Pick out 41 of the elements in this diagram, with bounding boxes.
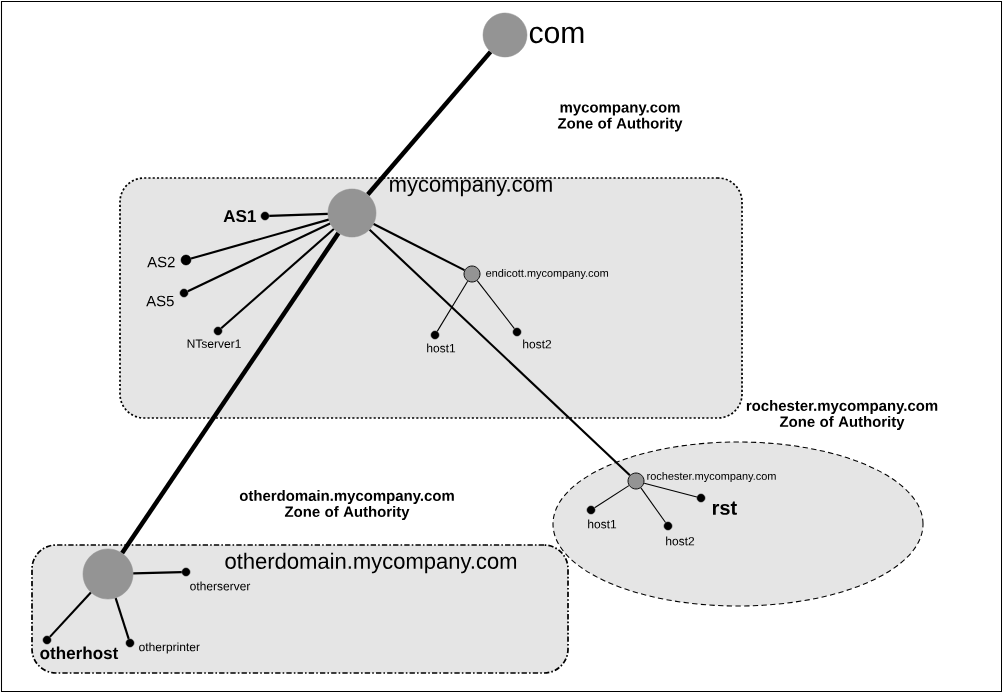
domain-circle <box>463 265 481 283</box>
zone-heading: mycompany.com Zone of Authority <box>557 104 683 132</box>
connector-line <box>368 228 631 476</box>
node-label: rochester.mycompany.com <box>647 471 776 483</box>
domain-circle <box>82 548 134 600</box>
connector-line <box>594 485 630 509</box>
node-label: AS5 <box>146 295 174 307</box>
node-label: endicott.mycompany.com <box>486 268 609 280</box>
connector-line <box>133 571 182 575</box>
node-label: mycompany.com <box>390 179 552 197</box>
zone-heading: rochester.mycompany.com Zone of Authority <box>746 400 938 430</box>
node-label: AS1 <box>223 209 256 223</box>
connector-line <box>114 597 130 640</box>
node-label: otherserver <box>190 581 251 591</box>
connector-line <box>220 228 335 329</box>
connector-line <box>190 218 329 260</box>
node-label: host1 <box>588 519 617 529</box>
connector-line <box>436 280 469 332</box>
connector-line <box>476 280 515 330</box>
domain-title: otherdomain.mycompany.com <box>225 552 517 574</box>
node-label: NTserver1 <box>187 339 241 348</box>
connector-line <box>120 231 341 555</box>
connector-line <box>269 212 328 217</box>
node-label: host2 <box>523 339 552 349</box>
node-label: rst <box>712 501 737 515</box>
domain-circle <box>327 188 377 238</box>
node-label: host1 <box>427 343 456 353</box>
node-label: otherhost <box>40 646 119 660</box>
connector-line <box>373 223 465 272</box>
connector-line <box>187 222 331 293</box>
node-label: AS2 <box>147 256 175 268</box>
node-label: host2 <box>666 536 695 546</box>
domain-circle <box>627 472 645 490</box>
node-label: otherprinter <box>139 642 200 654</box>
connector-line <box>366 50 493 197</box>
domain-circle <box>482 12 528 58</box>
connector-line <box>640 487 667 524</box>
connector-line <box>643 482 698 498</box>
node-label: com <box>529 26 584 44</box>
connector-line <box>49 591 92 638</box>
zone-heading: otherdomain.mycompany.com Zone of Authority <box>239 490 454 520</box>
